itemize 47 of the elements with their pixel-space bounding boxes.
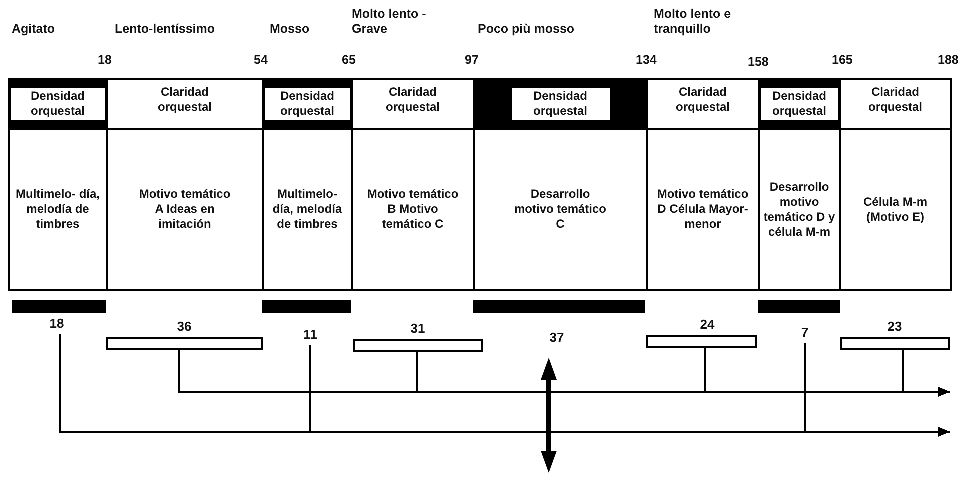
cell-text: Desarrollo motivo temático D y célula M-m — [762, 178, 836, 240]
measure-number: 188 — [938, 53, 959, 68]
section-label: Claridad orquestal — [867, 84, 924, 116]
cell-text: Multimelo- día, melodía de timbres — [15, 186, 101, 233]
tempo-label: Molto lento e tranquillo — [654, 7, 732, 37]
count-label: 31 — [410, 321, 426, 338]
table-cell — [839, 128, 952, 291]
measure-number: 165 — [832, 53, 853, 68]
section-label: Densidad orquestal — [760, 87, 839, 121]
cell-text: Multimelo- día, melodía de timbres — [272, 186, 344, 233]
tempo-label: Poco più mosso — [478, 22, 575, 37]
count-label: 7 — [801, 324, 809, 342]
tempo-label: Molto lento - Grave — [352, 7, 428, 37]
count-label: 36 — [177, 319, 192, 336]
section-label: Claridad orquestal — [384, 84, 441, 116]
header-cell — [839, 78, 952, 130]
count-label: 18 — [50, 315, 64, 333]
count-label: 37 — [550, 329, 564, 347]
section-label: Densidad orquestal — [510, 87, 610, 121]
header-cell — [8, 78, 108, 130]
tempo-label: Lento-lentíssimo — [115, 22, 216, 37]
measure-number: 97 — [465, 53, 479, 68]
arrow — [804, 343, 950, 437]
section-label: Claridad orquestal — [156, 84, 213, 116]
header-cell — [758, 78, 841, 130]
section-label: Densidad orquestal — [10, 87, 106, 121]
table-cell — [8, 128, 108, 291]
measure-number: 158 — [748, 55, 769, 70]
section-label: Claridad orquestal — [674, 84, 731, 116]
tempo-label: Mosso — [270, 22, 310, 37]
section-label: Densidad orquestal — [264, 87, 351, 121]
measure-number: 18 — [98, 53, 112, 68]
header-cell — [262, 78, 353, 130]
count-label: 23 — [888, 319, 902, 336]
cell-text: Motivo temático B Motivo temático C — [366, 186, 460, 233]
measure-number: 134 — [636, 53, 657, 68]
cell-text: Motivo temático A Ideas en imitación — [138, 186, 232, 233]
count-label: 11 — [304, 326, 318, 344]
header-cell — [473, 78, 648, 130]
cell-text: Motivo temático D Célula Mayor- menor — [656, 186, 750, 233]
arrow — [902, 350, 950, 397]
count-label: 24 — [700, 317, 715, 334]
tempo-label: Agitato — [12, 22, 56, 37]
cell-text: Célula M-m (Motivo E) — [862, 194, 928, 226]
cell-text: Desarrollo motivo temático C — [514, 186, 608, 233]
measure-number: 65 — [342, 53, 356, 68]
measure-number: 54 — [254, 53, 268, 68]
